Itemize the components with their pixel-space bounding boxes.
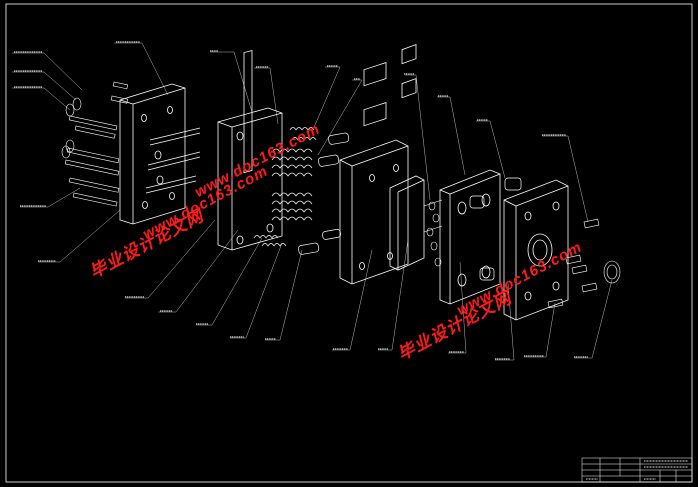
die-plate — [439, 169, 501, 305]
title-block — [581, 457, 693, 483]
leader-lines — [12, 42, 613, 361]
drawing-border — [5, 3, 693, 483]
die-insert — [389, 44, 425, 271]
spring-cluster — [253, 127, 317, 247]
left-screws — [61, 81, 129, 207]
top-clamp-plate — [119, 83, 201, 225]
punch-holder-plate — [217, 49, 283, 251]
title-block-marks — [586, 460, 688, 480]
callout-label-marks — [14, 41, 588, 360]
small-pins — [423, 199, 443, 267]
guide-pins — [298, 132, 522, 281]
right-bolts — [547, 218, 621, 309]
stripper-plate — [339, 62, 409, 285]
bottom-clamp-plate — [503, 179, 569, 321]
